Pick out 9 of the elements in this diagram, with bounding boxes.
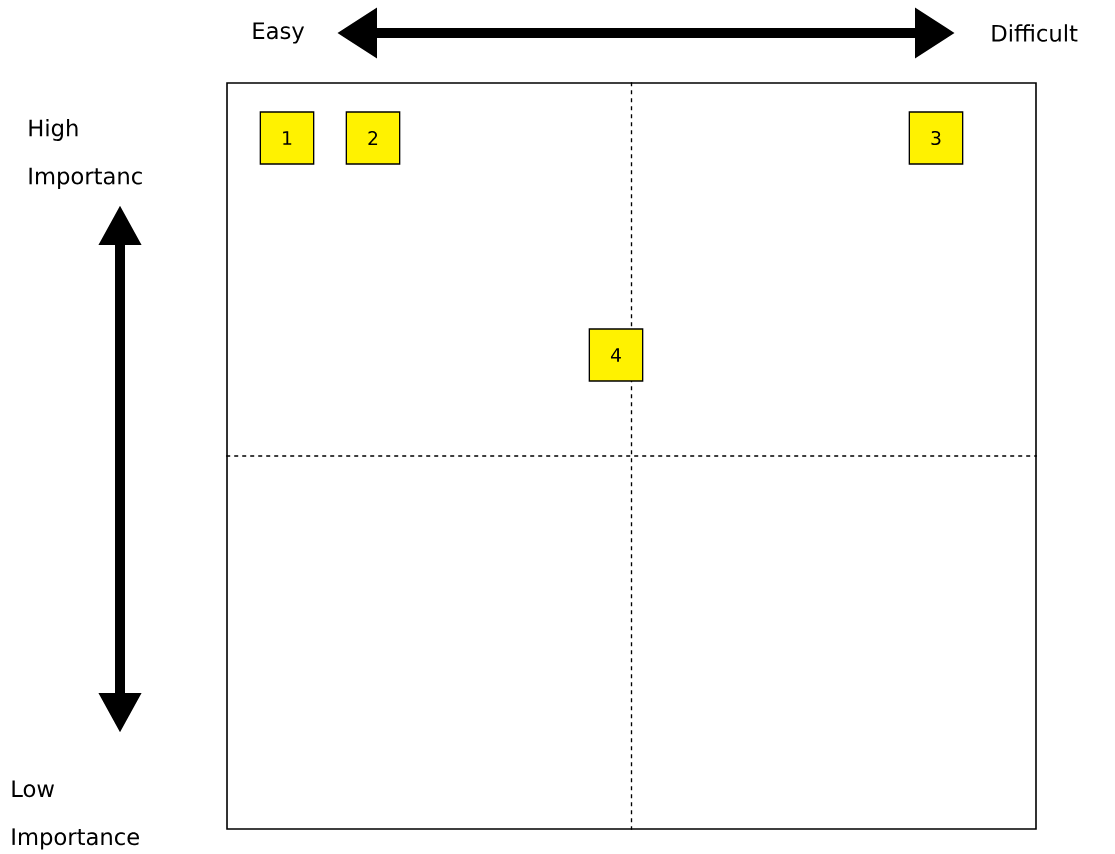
item-box: 1: [259, 111, 315, 165]
axis-label: Easy: [253, 22, 305, 44]
item-box: 2: [345, 111, 401, 165]
item-box: 3: [908, 111, 964, 165]
axis-label: High Importanc: [29, 119, 142, 189]
quadrant-grid: [225, 81, 1038, 831]
axis-label: Low Importance: [12, 780, 139, 850]
item-box: 4: [588, 328, 644, 382]
axis-label: Difficult: [992, 24, 1078, 42]
